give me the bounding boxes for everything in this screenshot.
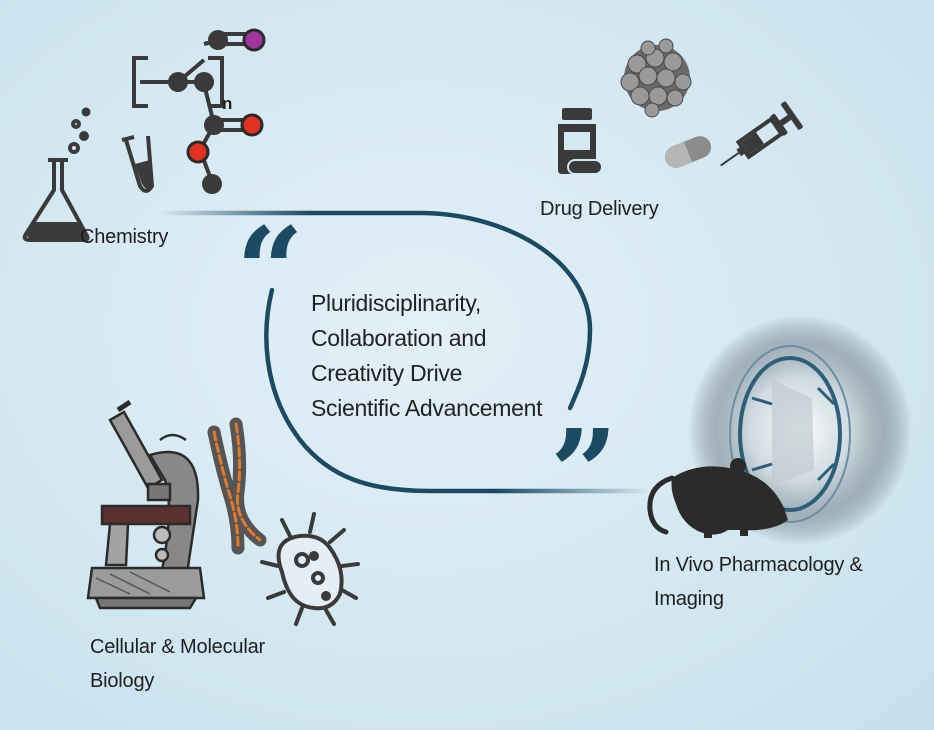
label-in-vivo: In Vivo Pharmacology & Imaging <box>654 550 863 614</box>
label-chemistry: Chemistry <box>80 226 169 248</box>
label-cellular-line-1: Cellular & Molecular <box>90 636 265 658</box>
flask-icon <box>22 107 91 242</box>
nanoparticle-cluster-icon <box>620 38 692 118</box>
test-tube-icon <box>121 135 155 193</box>
loop-connector <box>157 210 653 494</box>
close-quote-mark: ” <box>550 403 618 542</box>
chromosome-icon <box>207 417 267 555</box>
open-quote-mark: “ <box>236 201 304 340</box>
polymer-subscript: n <box>222 94 233 113</box>
quote-line-4: Scientific Advancement <box>311 395 543 421</box>
capsule-icon <box>664 136 712 168</box>
syringe-icon <box>720 101 803 167</box>
quote-line-2: Collaboration and <box>311 325 487 351</box>
mouse-icon <box>647 458 788 538</box>
label-drug-delivery: Drug Delivery <box>540 198 659 220</box>
label-in-vivo-line-2: Imaging <box>654 588 724 610</box>
label-cellular-line-2: Biology <box>90 670 155 692</box>
quote-line-1: Pluridisciplinarity, <box>311 290 481 316</box>
quote-line-3: Creativity Drive <box>311 360 463 386</box>
label-in-vivo-line-1: In Vivo Pharmacology & <box>654 554 863 576</box>
microscope-icon <box>86 399 206 610</box>
bacterium-icon <box>260 512 360 626</box>
label-cellular-biology: Cellular & Molecular Biology <box>90 632 265 696</box>
pill-bottle-icon <box>558 108 603 175</box>
central-quote: Pluridisciplinarity, Collaboration and C… <box>311 286 601 426</box>
polymer-structure-icon <box>132 28 266 194</box>
